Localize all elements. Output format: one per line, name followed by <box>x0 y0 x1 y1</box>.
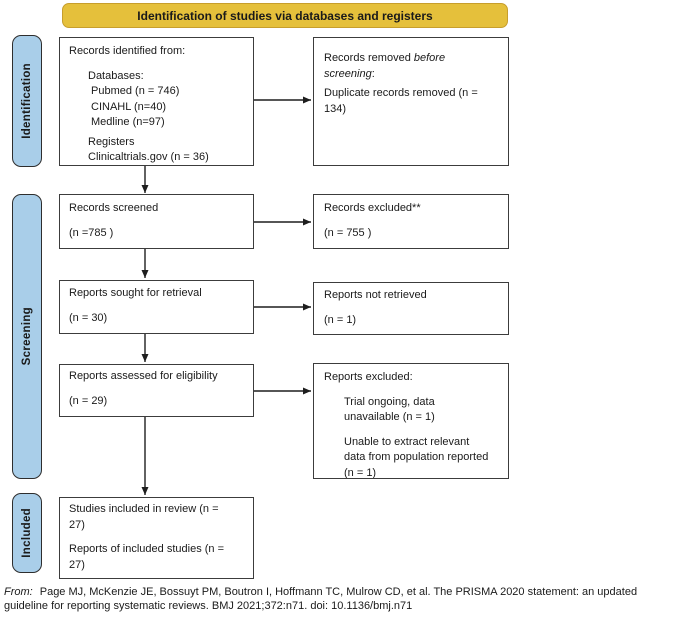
box-title: Reports not retrieved <box>324 289 427 301</box>
stage-label-text: Included <box>21 508 33 558</box>
stage-label-screening: Screening <box>12 194 42 479</box>
box-records-removed: Records removed before screening: Duplic… <box>313 37 509 166</box>
registers-label: Registers <box>88 135 135 148</box>
box-records-screened: Records screened (n =785 ) <box>59 194 254 249</box>
box-records-excluded: Records excluded** (n = 755 ) <box>313 194 509 249</box>
box-reports-assessed: Reports assessed for eligibility (n = 29… <box>59 364 254 417</box>
box-count: (n = 29) <box>69 394 108 407</box>
stage-label-text: Screening <box>21 307 33 366</box>
box-line: Studies included in review (n = 27) <box>69 503 219 531</box>
header-title: Identification of studies via databases … <box>137 8 433 23</box>
box-reports-excluded: Reports excluded: Trial ongoing, data un… <box>313 363 509 479</box>
box-title: Reports sought for retrieval <box>69 287 202 299</box>
database-item: Medline (n=97) <box>91 116 165 128</box>
box-count: (n = 755 ) <box>324 226 372 239</box>
citation-text: Page MJ, McKenzie JE, Bossuyt PM, Boutro… <box>4 586 638 612</box>
databases-group: Databases: Pubmed (n = 746) CINAHL (n=40… <box>88 69 244 131</box>
box-count: (n =785 ) <box>69 226 114 239</box>
registers-group: Registers Clinicaltrials.gov (n = 36) <box>88 135 244 166</box>
stage-label-text: Identification <box>21 63 33 139</box>
citation-footer: From:Page MJ, McKenzie JE, Bossuyt PM, B… <box>4 586 682 613</box>
databases-label: Databases: <box>88 69 144 82</box>
box-reports-not-retrieved: Reports not retrieved (n = 1) <box>313 282 509 335</box>
database-item: Pubmed (n = 746) <box>91 85 180 97</box>
box-title: Reports assessed for eligibility <box>69 370 218 382</box>
box-title: Records removed before screening: <box>324 52 446 80</box>
database-item: CINAHL (n=40) <box>91 100 167 113</box>
citation-prefix: From: <box>4 586 33 598</box>
register-item: Clinicaltrials.gov (n = 36) <box>88 151 209 163</box>
stage-label-identification: Identification <box>12 35 42 167</box>
exclusion-reason: Trial ongoing, data unavailable (n = 1) <box>344 395 435 424</box>
box-count: (n = 1) <box>324 313 357 326</box>
header-banner: Identification of studies via databases … <box>62 3 508 28</box>
box-title: Records excluded** <box>324 202 421 214</box>
box-line: Reports of included studies (n = 27) <box>69 543 225 571</box>
exclusion-reason: Unable to extract relevant data from pop… <box>344 435 489 479</box>
box-title: Records screened <box>69 202 159 214</box>
box-title: Reports excluded: <box>324 371 413 383</box>
box-studies-included: Studies included in review (n = 27) Repo… <box>59 497 254 579</box>
box-count: (n = 30) <box>69 311 108 324</box>
stage-label-included: Included <box>12 493 42 573</box>
box-title: Records identified from: <box>69 45 186 57</box>
box-detail: Duplicate records removed (n = 134) <box>324 87 478 115</box>
box-records-identified: Records identified from: Databases: Pubm… <box>59 37 254 166</box>
box-reports-sought: Reports sought for retrieval (n = 30) <box>59 280 254 334</box>
